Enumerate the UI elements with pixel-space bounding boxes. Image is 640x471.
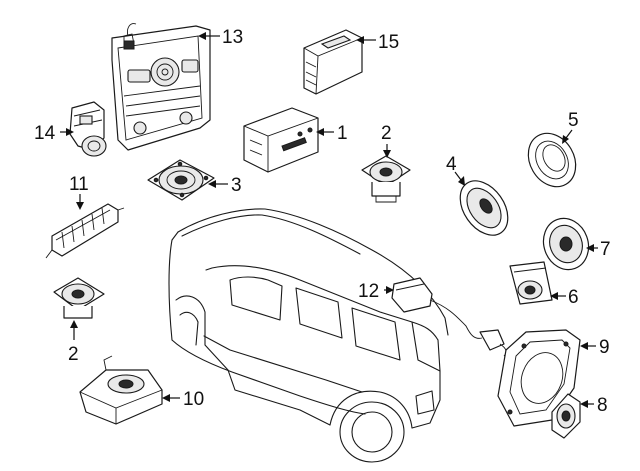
part-round-speaker: [542, 217, 590, 271]
part-center-speaker: [45, 203, 125, 259]
part-speaker-ring: [527, 132, 577, 188]
callout-4: 4: [446, 154, 457, 175]
part-subwoofer-enclosure: [79, 355, 163, 425]
callout-2-top: 2: [381, 123, 392, 144]
part-oval-speaker: [459, 180, 509, 236]
callout-6: 6: [568, 287, 579, 308]
callout-12: 12: [358, 281, 379, 302]
part-small-square-speaker: [551, 393, 581, 439]
part-tweeter-top: [361, 155, 411, 203]
callout-10: 10: [183, 389, 204, 410]
callout-3: 3: [231, 175, 242, 196]
leader-lines: [60, 32, 598, 408]
callout-5: 5: [568, 110, 579, 131]
part-switch-knob: [69, 101, 107, 157]
part-receiver-unit: [243, 107, 319, 173]
part-tweeter-bracket: [509, 261, 553, 305]
part-door-bracket: [497, 329, 581, 427]
callout-11: 11: [69, 174, 89, 195]
part-antenna-amplifier: [391, 277, 507, 357]
callout-7: 7: [600, 239, 611, 260]
callout-8: 8: [597, 395, 608, 416]
callout-1: 1: [337, 123, 348, 144]
part-radio-control-panel: [111, 23, 211, 151]
callout-15: 15: [378, 32, 399, 53]
callout-13: 13: [222, 27, 243, 48]
part-square-speaker: [147, 159, 215, 201]
callout-9: 9: [599, 337, 610, 358]
vehicle-outline: [168, 208, 449, 463]
callout-labels: 13 15 14 1 3 2 4 5 7 6 12 11 2 10 9 8: [34, 27, 611, 416]
part-tweeter-left: [53, 277, 105, 319]
part-control-module: [303, 29, 363, 95]
callout-2-bottom: 2: [68, 344, 79, 365]
callout-14: 14: [34, 123, 56, 144]
